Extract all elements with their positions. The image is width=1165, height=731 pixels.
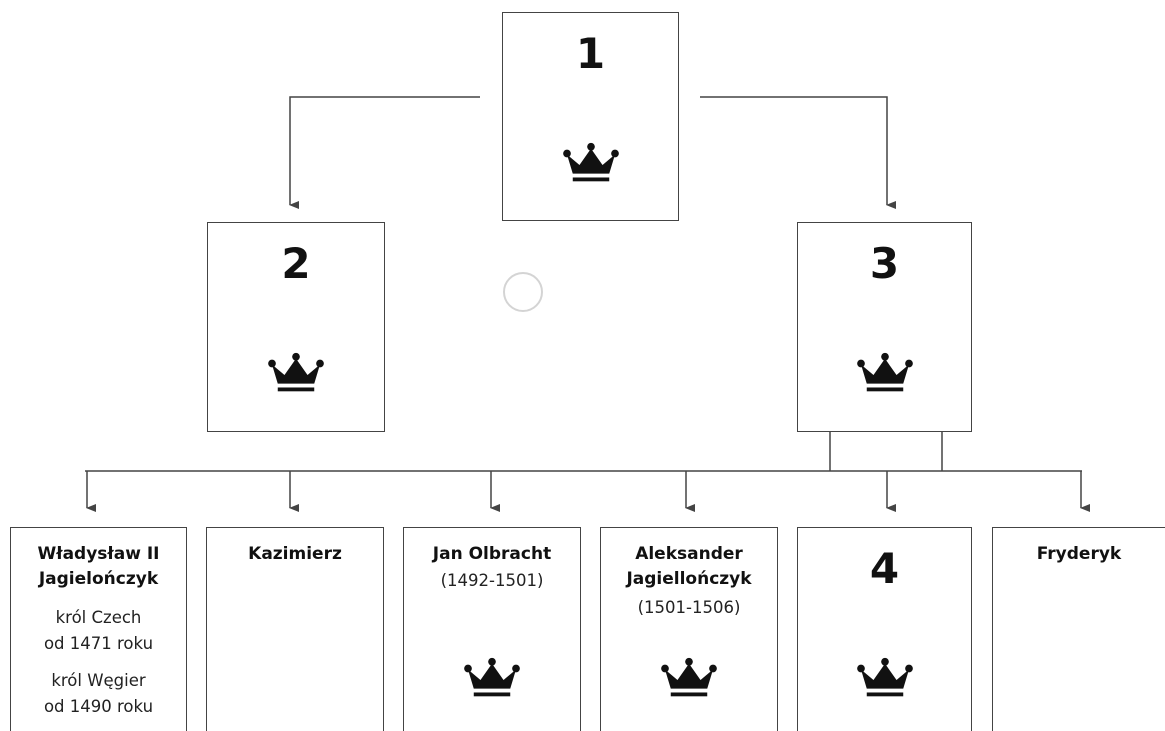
crown-icon bbox=[856, 656, 914, 704]
node-number: 2 bbox=[281, 239, 311, 288]
child-title1-line2: od 1471 roku bbox=[43, 634, 154, 653]
child-years: (1492-1501) bbox=[440, 571, 544, 590]
child-name-line1: Aleksander bbox=[635, 544, 743, 564]
node-box-kazimierz[interactable]: Kazimierz bbox=[206, 527, 384, 731]
crown-icon bbox=[463, 656, 521, 704]
node-box-fryderyk[interactable]: Fryderyk bbox=[992, 527, 1165, 731]
node-box-wladyslaw[interactable]: Władysław II Jagielończyk król Czech od … bbox=[10, 527, 187, 731]
crown-icon bbox=[660, 656, 718, 704]
child-name: Jan Olbracht bbox=[432, 544, 552, 564]
node-box-3[interactable]: 3 bbox=[797, 222, 972, 432]
node-number: 3 bbox=[869, 239, 900, 288]
child-title2-line1: król Węgier bbox=[51, 671, 146, 690]
node-box-aleksander[interactable]: Aleksander Jagiellończyk (1501-1506) bbox=[600, 527, 778, 731]
node-number: 1 bbox=[575, 29, 606, 78]
child-name: Kazimierz bbox=[248, 544, 342, 564]
child-name-line1: Władysław II bbox=[37, 544, 160, 564]
crown-icon bbox=[856, 351, 914, 399]
connector-root-to-2 bbox=[289, 96, 480, 209]
child-name-line2: Jagiellończyk bbox=[626, 569, 752, 589]
child-name-line2: Jagielończyk bbox=[38, 569, 159, 589]
child-years: (1501-1506) bbox=[637, 598, 741, 617]
node-box-4[interactable]: 4 bbox=[797, 527, 972, 731]
node-box-jan-olbracht[interactable]: Jan Olbracht (1492-1501) bbox=[403, 527, 581, 731]
node-box-2[interactable]: 2 bbox=[207, 222, 385, 432]
node-number: 4 bbox=[869, 544, 900, 593]
node-box-1[interactable]: 1 bbox=[502, 12, 679, 221]
child-title2-line2: od 1490 roku bbox=[43, 697, 154, 716]
crown-icon bbox=[562, 141, 620, 189]
connector-root-to-3 bbox=[700, 96, 896, 209]
child-title1-line1: król Czech bbox=[55, 608, 142, 627]
cursor-indicator bbox=[503, 272, 543, 312]
child-name: Fryderyk bbox=[1036, 544, 1122, 564]
crown-icon bbox=[267, 351, 325, 399]
